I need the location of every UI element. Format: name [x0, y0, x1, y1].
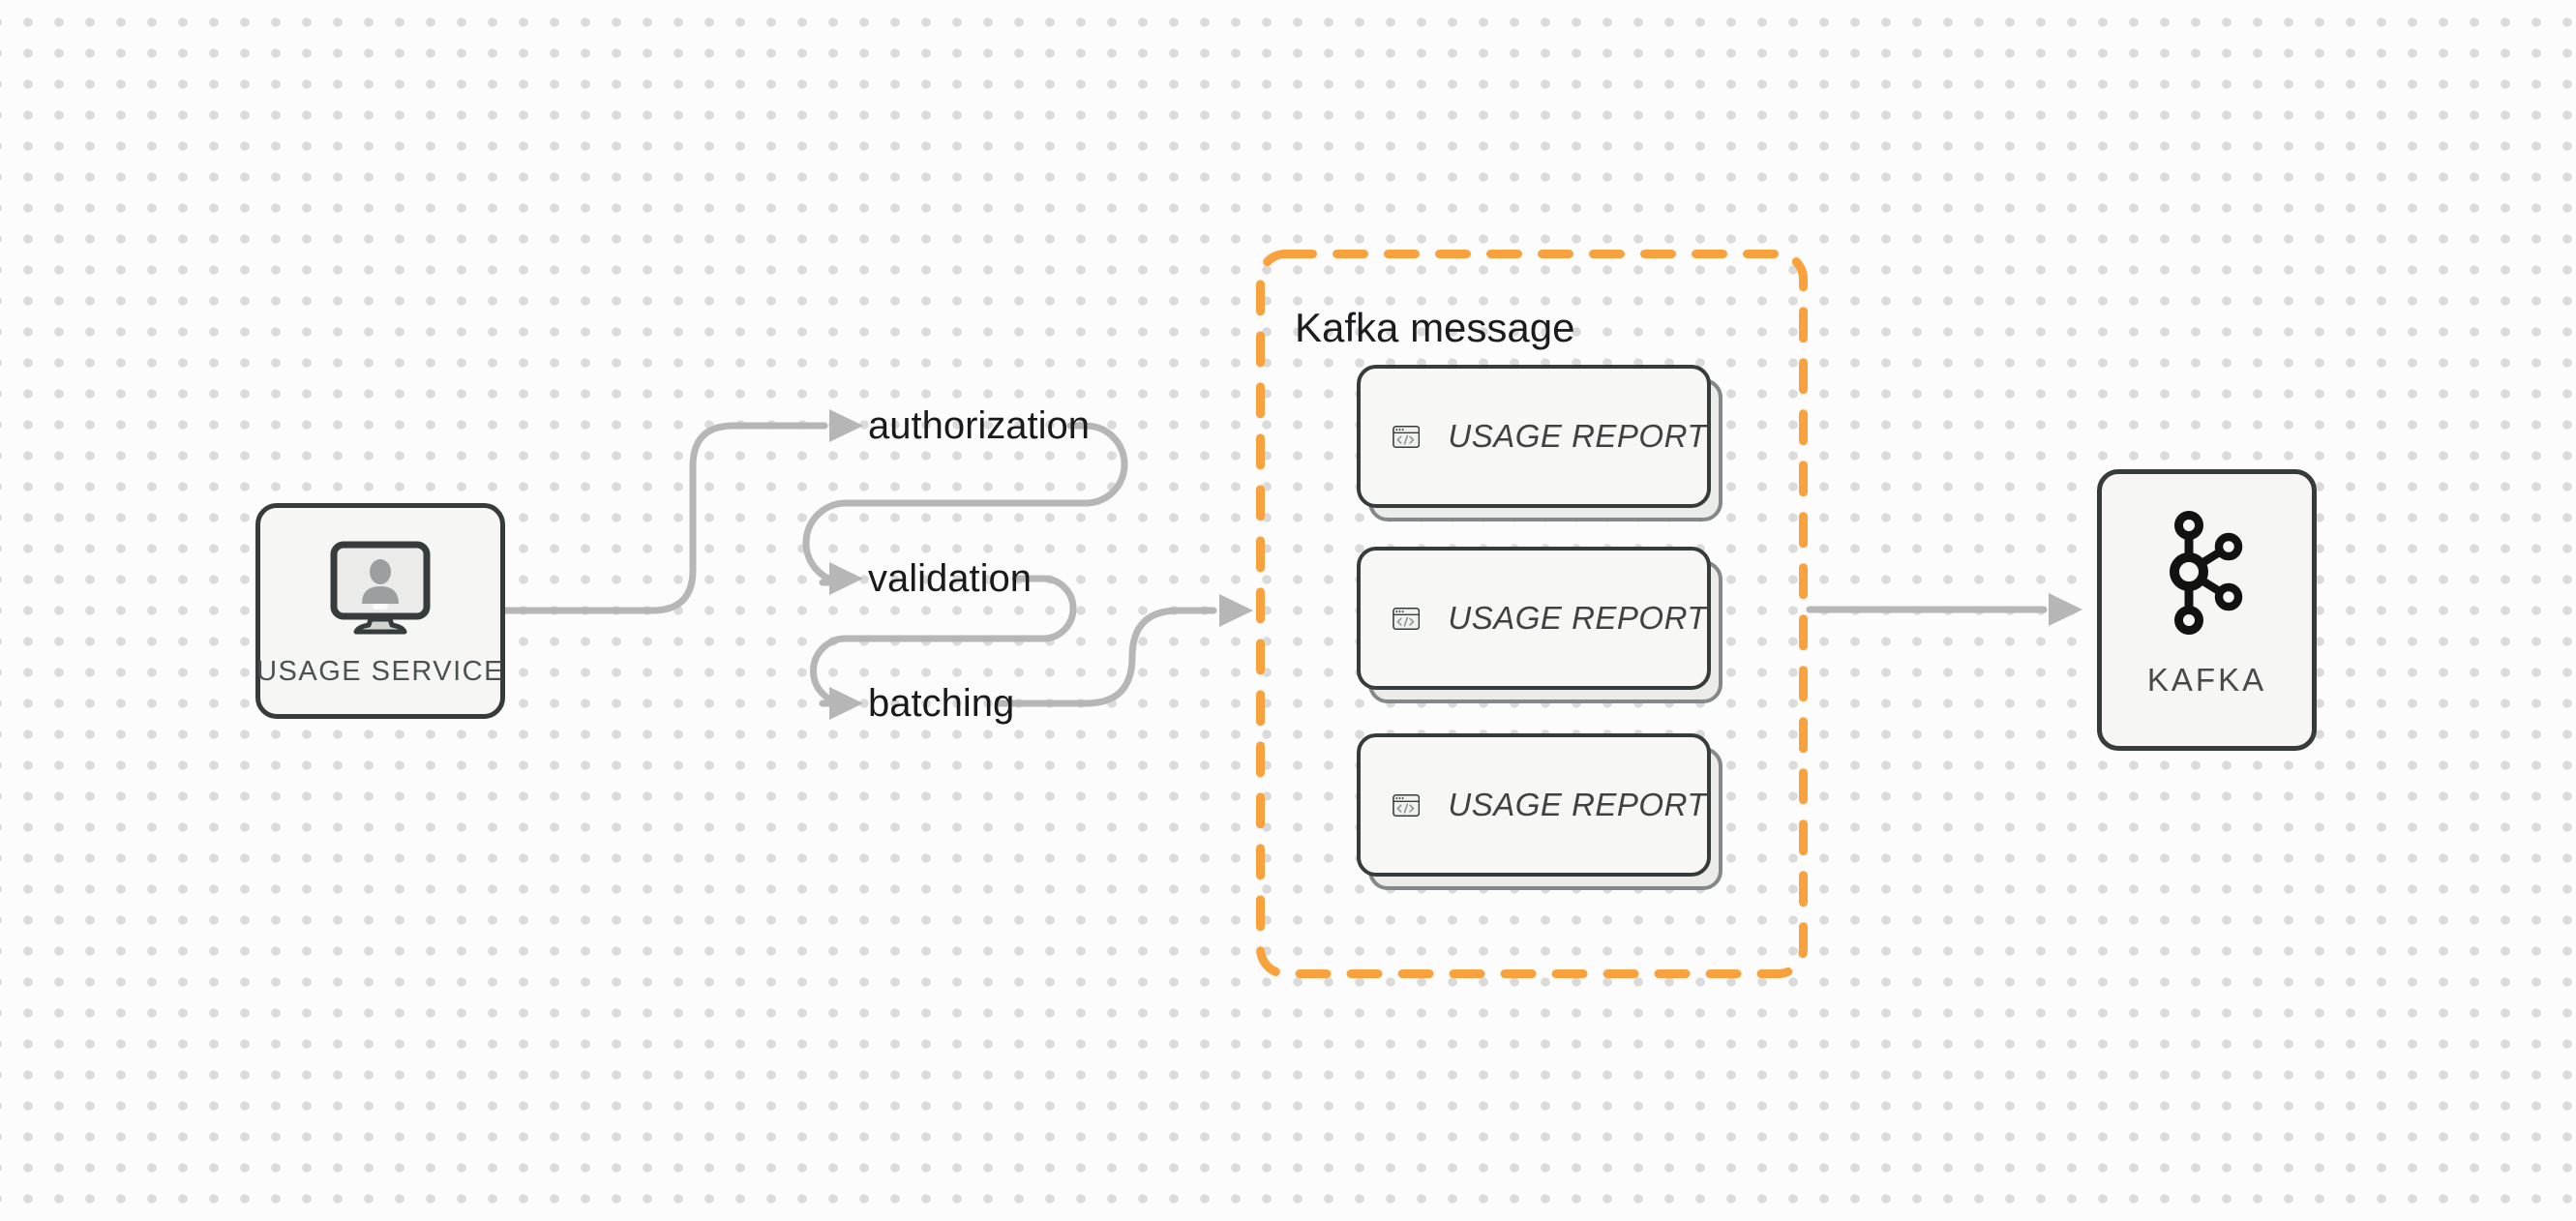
kafka-node: KAFKA: [2097, 469, 2317, 751]
monitor-user-icon: [330, 541, 431, 635]
kafka-message-group-title: Kafka message: [1295, 305, 1575, 350]
usage-report-label: USAGE REPORT: [1448, 418, 1707, 454]
usage-report-label: USAGE REPORT: [1448, 600, 1707, 636]
arrowhead-group: [1219, 594, 1253, 627]
kafka-label: KAFKA: [2146, 662, 2267, 698]
step-label-validation: validation: [868, 557, 1033, 600]
usage-service-label: USAGE SERVICE: [256, 656, 504, 687]
arrowhead-authorization: [829, 409, 863, 442]
kafka-message-group-border: [1256, 250, 1808, 978]
connector-usage-to-authorization: [500, 422, 828, 614]
usage-report-card: USAGE REPORT: [1357, 547, 1722, 703]
usage-report-label: USAGE REPORT: [1448, 787, 1707, 822]
arrowhead-kafka: [2049, 593, 2082, 626]
arrowhead-validation: [829, 562, 863, 595]
browser-code-icon: [1393, 793, 1421, 817]
usage-report-card: USAGE REPORT: [1357, 733, 1722, 890]
kafka-logo-icon: [2169, 511, 2242, 635]
connector-batching-to-group: [996, 607, 1217, 707]
connector-validation-to-batching: [810, 575, 1077, 707]
browser-code-icon: [1393, 607, 1421, 630]
usage-service-node: USAGE SERVICE: [255, 503, 505, 719]
browser-code-icon: [1393, 425, 1421, 448]
usage-report-card: USAGE REPORT: [1357, 365, 1722, 521]
step-label-batching: batching: [868, 682, 1015, 725]
arrowhead-batching: [829, 687, 863, 720]
kafka-message-group: Kafka message USAGE REPORT: [1256, 250, 1808, 977]
connector-authorization-to-validation: [802, 422, 1128, 586]
step-label-authorization: authorization: [868, 404, 1091, 447]
